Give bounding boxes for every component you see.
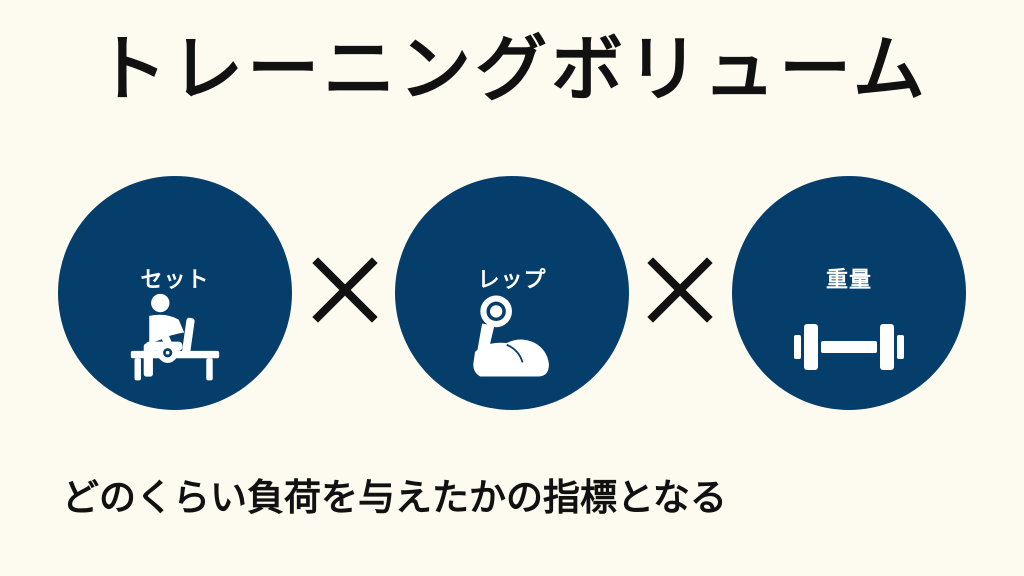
- multiply-icon: [312, 257, 378, 323]
- page-title: トレーニングボリューム: [95, 27, 929, 111]
- factor-circle-weight: 重量: [732, 176, 966, 410]
- factor-circle-sets: セット: [58, 176, 292, 410]
- factor-circle-reps: レップ: [395, 176, 629, 410]
- factor-label-weight: 重量: [825, 268, 872, 293]
- multiply-icon: [647, 257, 713, 323]
- flexed-arm-dumbbell-icon: [473, 295, 549, 377]
- description-text: どのくらい負荷を与えたかの指標となる: [62, 476, 727, 519]
- factor-label-sets: セット: [140, 268, 210, 293]
- bench-dumbbell-person-icon: [130, 293, 220, 381]
- dumbbell-icon: [794, 324, 904, 370]
- factor-label-reps: レップ: [477, 268, 547, 293]
